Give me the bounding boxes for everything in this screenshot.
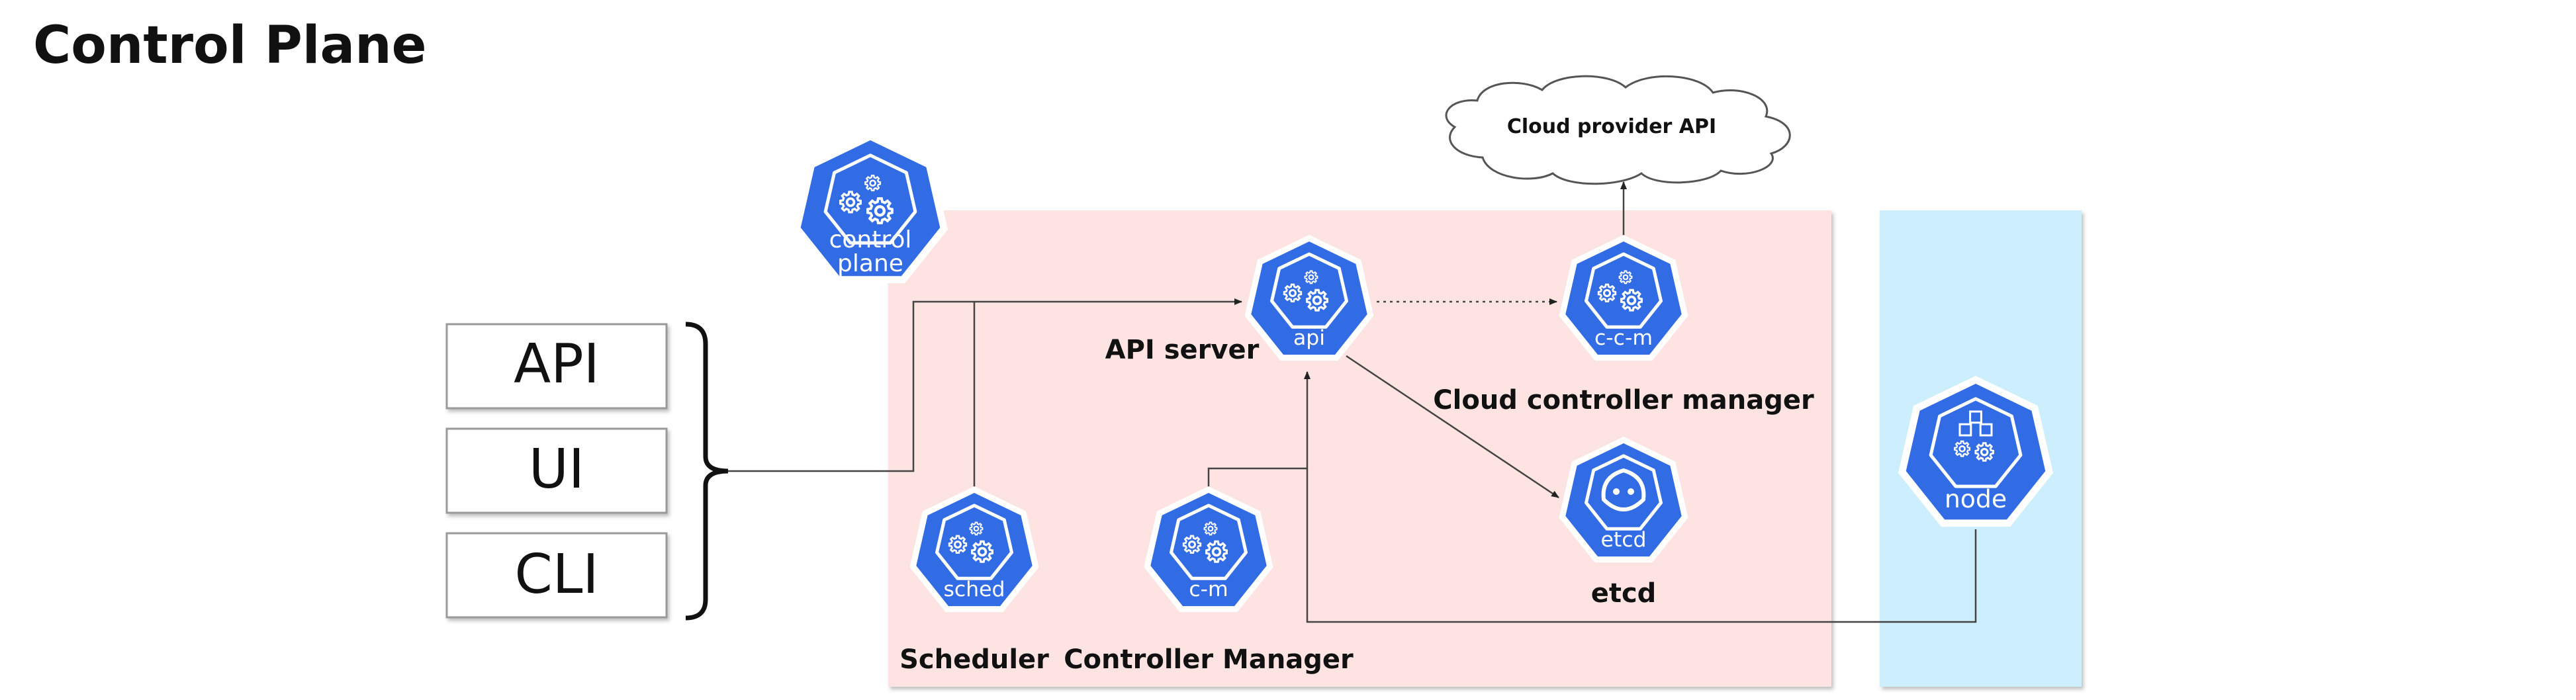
client-label-cli: CLI bbox=[514, 543, 598, 606]
connectors bbox=[728, 181, 1977, 623]
badge-label: c-m bbox=[1189, 578, 1228, 601]
client-box-cli[interactable]: CLI bbox=[445, 532, 668, 619]
client-box-ui[interactable]: UI bbox=[445, 427, 668, 514]
etcd-badge[interactable]: etcd bbox=[1559, 437, 1688, 563]
connector-cm-to-api bbox=[1207, 467, 1307, 490]
page-title: Control Plane bbox=[33, 16, 427, 75]
cloud-controller-manager-badge[interactable]: c-c-m bbox=[1559, 235, 1688, 361]
badge-label: sched bbox=[943, 578, 1005, 601]
client-brace bbox=[685, 322, 729, 621]
component-label-cloud-controller-manager: Cloud controller manager bbox=[1433, 385, 1814, 416]
cloud-provider-label: Cloud provider API bbox=[1507, 115, 1716, 138]
badge-label: api bbox=[1293, 326, 1325, 350]
node-badge[interactable]: node bbox=[1898, 376, 2053, 527]
badge-label: c-c-m bbox=[1594, 326, 1653, 350]
controller-manager-badge[interactable]: c-m bbox=[1144, 486, 1273, 613]
scheduler-badge[interactable]: sched bbox=[909, 486, 1039, 613]
connector-clients-to-api bbox=[728, 298, 1242, 472]
badge-label: node bbox=[1945, 484, 2007, 513]
api-server-badge[interactable]: api bbox=[1244, 235, 1374, 361]
badge-label: etcd bbox=[1600, 528, 1646, 552]
badge-label-line1: control bbox=[829, 226, 912, 253]
component-label-etcd: etcd bbox=[1591, 578, 1657, 609]
client-label-ui: UI bbox=[529, 438, 584, 501]
node-cubes-icon bbox=[1953, 410, 1995, 462]
component-label-controller-manager: Controller Manager bbox=[1064, 644, 1354, 675]
badge-label-line2: plane bbox=[837, 250, 903, 277]
component-label-api-server: API server bbox=[1105, 335, 1260, 365]
connector-node-to-api bbox=[1304, 371, 1977, 623]
etcd-icon bbox=[1601, 468, 1646, 511]
cloud-provider[interactable]: Cloud provider API bbox=[1445, 75, 1791, 185]
client-box-api[interactable]: API bbox=[445, 323, 668, 410]
component-label-scheduler: Scheduler bbox=[899, 644, 1049, 675]
client-label-api: API bbox=[514, 333, 600, 396]
connector-api-to-etcd bbox=[1346, 355, 1559, 499]
